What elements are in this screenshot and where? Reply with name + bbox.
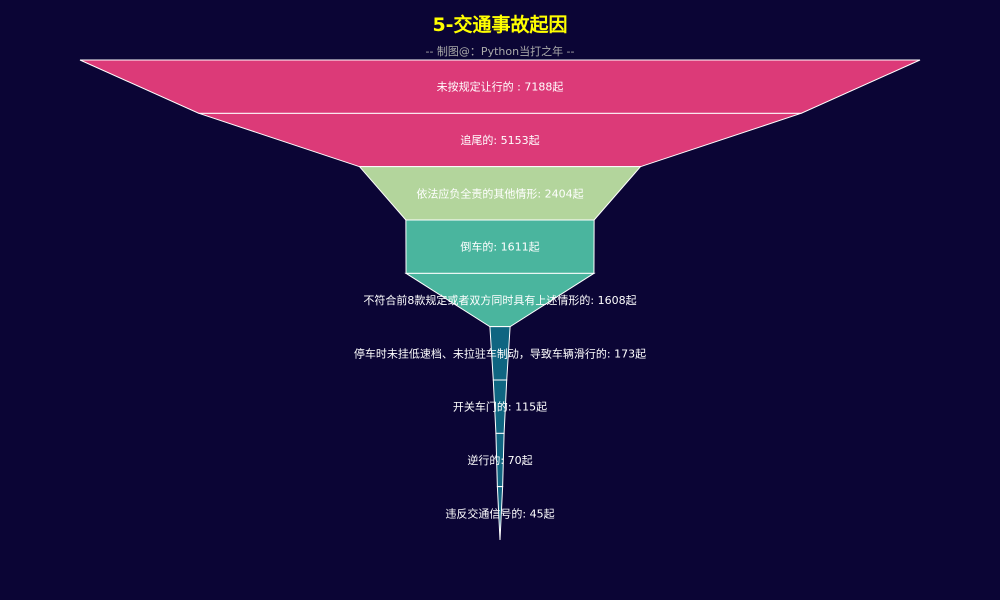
- funnel-segment-label: 开关车门的: 115起: [453, 400, 547, 414]
- funnel-segment-label: 倒车的: 1611起: [460, 240, 539, 254]
- funnel-segment-label: 违反交通信号的: 45起: [445, 506, 554, 520]
- chart-subtitle: -- 制图@：Python当打之年 --: [425, 45, 575, 58]
- funnel-segment: [496, 486, 504, 541]
- funnel-segment-label: 未按规定让行的 : 7188起: [437, 80, 564, 94]
- funnel-segment-label: 追尾的: 5153起: [460, 133, 539, 147]
- funnel-segment-label: 停车时未挂低速档、未拉驻车制动，导致车辆滑行的: 173起: [354, 346, 646, 360]
- funnel-segment-label: 依法应负全责的其他情形: 2404起: [416, 186, 583, 200]
- chart-title: 5-交通事故起因: [432, 14, 568, 36]
- funnel-segment-label: 不符合前8款规定或者双方同时具有上述情形的: 1608起: [363, 293, 636, 307]
- funnel-segment-label: 逆行的: 70起: [467, 453, 532, 467]
